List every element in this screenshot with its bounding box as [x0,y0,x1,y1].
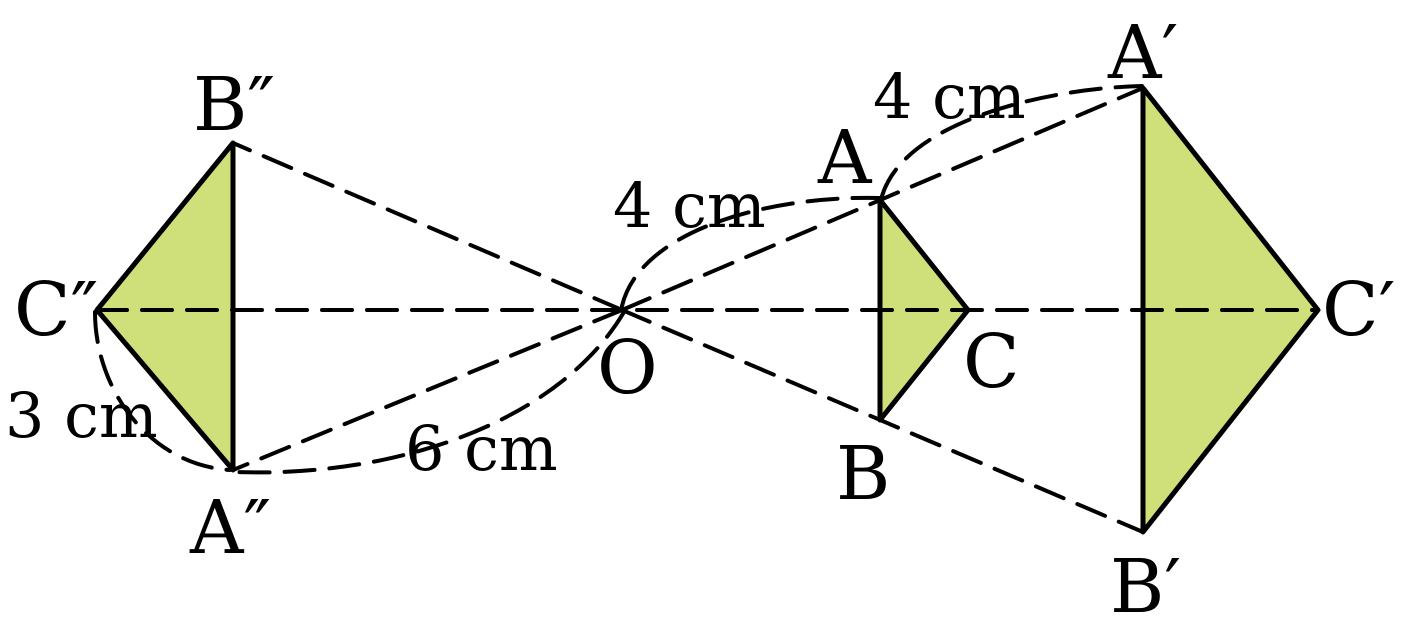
measure-c2a2: 3 cm [5,379,158,452]
label-a1: A′ [1107,10,1178,96]
label-b1: B′ [1110,544,1181,630]
line-o-a2 [231,308,624,472]
label-a2: A″ [189,485,271,571]
label-a: A [817,115,873,201]
label-b: B [836,431,890,517]
line-o-a1 [620,86,1145,312]
measure-aa1: 4 cm [873,60,1026,133]
label-b2: B″ [193,62,275,148]
arc-aa1 [880,84,1144,198]
measure-oa: 4 cm [613,169,766,242]
line-o-b2 [231,141,624,312]
line-o-b1 [620,308,1145,534]
label-c1: C′ [1322,267,1395,353]
arc-oa [620,195,882,308]
label-c2: C″ [14,267,98,353]
triangle-a2b2c2 [94,140,236,473]
measure-oa2: 6 cm [405,412,558,485]
label-o: O [597,325,658,411]
arc-oa2 [233,310,626,475]
label-c: C [963,319,1020,405]
arc-c2a2 [93,310,232,472]
